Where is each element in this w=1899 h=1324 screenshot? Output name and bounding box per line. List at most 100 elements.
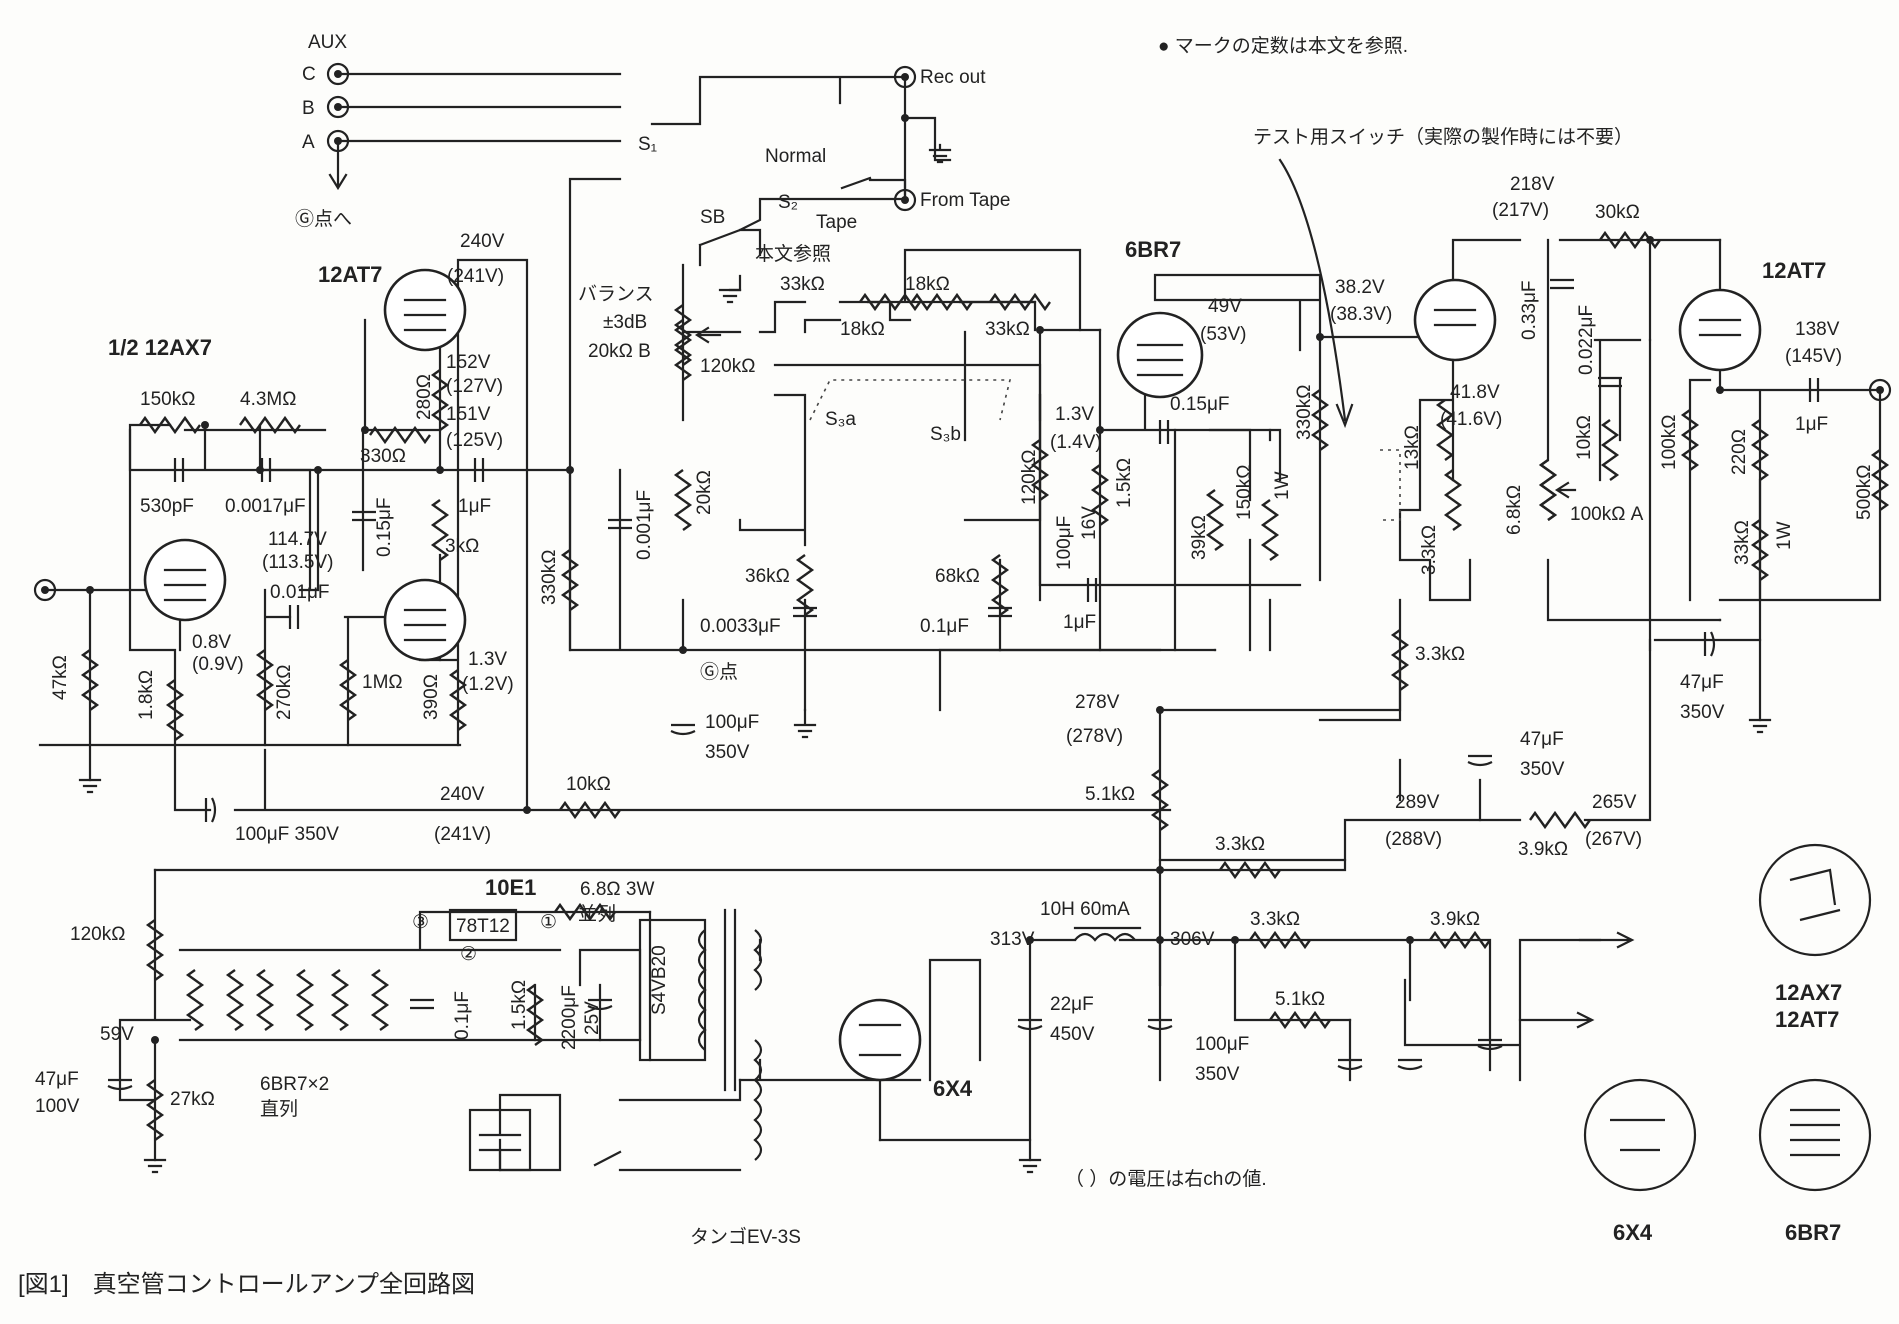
l-c1ub: 1μF	[1063, 612, 1096, 633]
l-v100: 100V	[35, 1096, 80, 1117]
l-c530p: 530pF	[140, 496, 194, 517]
l-v25: 25V	[582, 1001, 603, 1035]
label-heater: 6BR7×2	[260, 1074, 329, 1095]
label-bal-pot: 20kΩ B	[588, 341, 651, 362]
l-v16: 16V	[1079, 506, 1100, 540]
grounds	[78, 143, 1772, 1174]
l-c033: 0.33μF	[1519, 280, 1540, 340]
l-r5_1kb: 5.1kΩ	[1275, 989, 1325, 1010]
label-s3b: S₃b	[930, 424, 961, 445]
l-r27k: 27kΩ	[170, 1089, 215, 1110]
l-r100k: 100kΩ	[1659, 415, 1680, 470]
tube-12ax7	[143, 538, 227, 622]
test-switch-linkage	[1380, 449, 1401, 521]
label-tube-v3: 6BR7	[1125, 237, 1181, 262]
basing-12at7: 12AT7	[1775, 1007, 1839, 1032]
label-s1: S₁	[638, 134, 657, 155]
label-heater2: 直列	[260, 1098, 298, 1120]
l-r150k: 150kΩ	[140, 389, 195, 410]
note-test-switch: テスト用スイッチ（実際の製作時には不要）	[1253, 126, 1633, 148]
l-r6_8: 6.8Ω 3W	[580, 879, 654, 900]
l-c100_16: 100μF	[1054, 516, 1075, 570]
l-c001a: 0.01μF	[270, 582, 330, 603]
l-v288: (288V)	[1385, 829, 1442, 850]
l-v350c: 350V	[1520, 759, 1565, 780]
l-c100d: 100μF	[1195, 1034, 1249, 1055]
l-r220: 220Ω	[1729, 429, 1750, 475]
label-g-point: Ⓖ点	[700, 661, 738, 683]
l-r5_1k: 5.1kΩ	[1085, 784, 1135, 805]
note-right-ch: （ ）の電圧は右chの値.	[1065, 1168, 1267, 1190]
l-r33k: 33kΩ	[780, 274, 825, 295]
l-v278b: (278V)	[1066, 726, 1123, 747]
basing-12ax7: 12AX7	[1775, 980, 1842, 1005]
l-r390: 390Ω	[421, 674, 442, 720]
capacitors	[107, 278, 1820, 1091]
l-v14: (1.4V)	[1050, 432, 1102, 453]
l-v138: 138V	[1795, 319, 1840, 340]
tube-12at7-lower	[383, 578, 467, 662]
l-r18kb: 18kΩ	[905, 274, 950, 295]
l-r120kc: 120kΩ	[70, 924, 125, 945]
l-v145: (145V)	[1785, 346, 1842, 367]
l-c1uc: 1μF	[1795, 414, 1828, 435]
l-r47k: 47kΩ	[50, 655, 71, 700]
text-labels: AUX C B A Ⓖ点へ S₁ Rec out From Tape Norma…	[18, 32, 1875, 1298]
l-v38_2: 38.2V	[1335, 277, 1385, 298]
l-c01uc: 0.1μF	[452, 991, 473, 1040]
l-r1_8k: 1.8kΩ	[136, 670, 157, 720]
label-s2: S₂	[778, 192, 798, 213]
l-c01u: 0.1μF	[920, 616, 969, 637]
tube-12at7-stage4b	[1678, 288, 1762, 372]
label-aux: AUX	[308, 32, 347, 53]
l-c100s: 100μF	[705, 712, 759, 733]
l-v265: 265V	[1592, 792, 1637, 813]
l-r10kb: 10kΩ	[1574, 415, 1595, 460]
l-pin3: ③	[412, 912, 429, 933]
label-tape: Tape	[816, 212, 857, 233]
l-c22: 22μF	[1050, 994, 1094, 1015]
label-normal: Normal	[765, 146, 826, 167]
l-v49: 49V	[1208, 296, 1242, 317]
l-v350b: 350V	[1680, 702, 1725, 723]
figure-caption: [図1] 真空管コントロールアンプ全回路図	[18, 1271, 475, 1298]
l-r280: 280Ω	[414, 374, 435, 420]
l-v152: 152V	[446, 352, 491, 373]
l-v1_3: 1.3V	[468, 649, 507, 670]
l-v240: 240V	[460, 231, 505, 252]
l-heiretsu: 並列	[578, 903, 616, 925]
l-r30k: 30kΩ	[1595, 202, 1640, 223]
l-r4_3M: 4.3MΩ	[240, 389, 296, 410]
l-c1u: 1μF	[458, 496, 491, 517]
l-r120k: 120kΩ	[700, 356, 755, 377]
l-r120kb: 120kΩ	[1019, 450, 1040, 505]
l-r1_5kb: 1.5kΩ	[509, 980, 530, 1030]
l-v278: 278V	[1075, 692, 1120, 713]
tube-6x4	[838, 998, 922, 1082]
l-r33kc: 33kΩ	[1732, 520, 1753, 565]
label-a: A	[302, 132, 315, 153]
balance-pot-wiper	[694, 326, 722, 344]
l-c015: 0.15μF	[374, 497, 395, 557]
l-c015b: 0.15μF	[1170, 394, 1230, 415]
l-r330kb: 330kΩ	[1294, 385, 1315, 440]
l-v0_9: (0.9V)	[192, 654, 244, 675]
l-r18k: 18kΩ	[840, 319, 885, 340]
l-r1M: 1MΩ	[362, 672, 403, 693]
label-tube-rect: 6X4	[933, 1076, 973, 1101]
l-r13k: 13kΩ	[1402, 425, 1423, 470]
label-tube-v2: 12AT7	[318, 262, 382, 287]
power-section	[448, 908, 1142, 1172]
l-v306: 306V	[1170, 929, 1215, 950]
label-bal-db: ±3dB	[603, 312, 647, 333]
l-v217: (217V)	[1492, 200, 1549, 221]
l-r330: 330Ω	[360, 446, 406, 467]
l-r270k: 270kΩ	[274, 665, 295, 720]
l-r68k: 68kΩ	[935, 566, 980, 587]
l-choke: 10H 60mA	[1040, 899, 1130, 920]
l-v38_3: (38.3V)	[1330, 304, 1392, 325]
resistors	[80, 230, 1890, 1141]
arrows	[1278, 158, 1635, 1029]
